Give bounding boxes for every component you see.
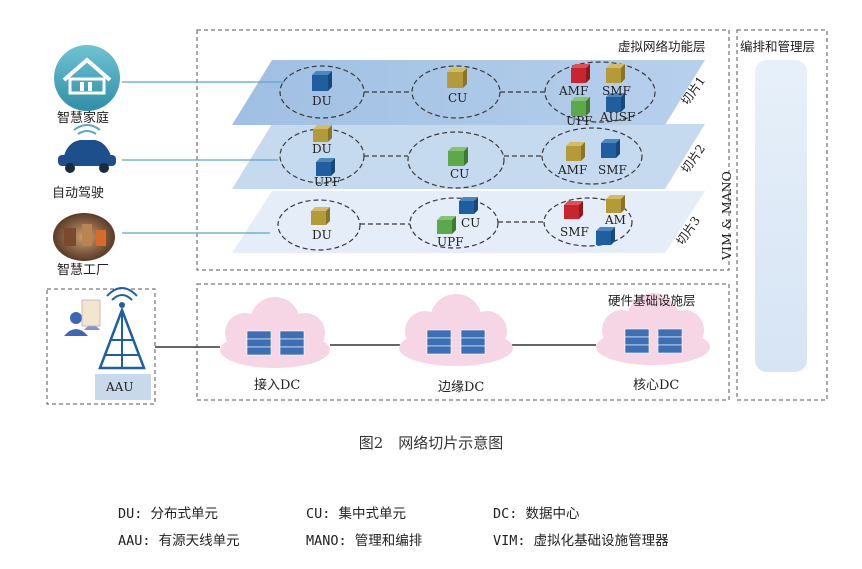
- orchestration-layer-label: 编排和管理层: [740, 39, 816, 54]
- smart-home-icon: [54, 45, 120, 111]
- slice3-smf: SMF: [560, 225, 589, 239]
- users-icon: [64, 299, 101, 336]
- slice1-cu: CU: [448, 91, 468, 105]
- access-dc-label: 接入DC: [254, 378, 301, 393]
- aau-label: AAU: [106, 380, 134, 394]
- hardware-layer-box: [196, 283, 730, 401]
- slice1-ausf: AUSF: [600, 110, 636, 124]
- slice2-du: DU: [312, 142, 332, 156]
- app-label-smart-home: 智慧家庭: [57, 111, 110, 126]
- slice1-smf: SMF: [602, 84, 631, 98]
- autonomous-car-icon: [58, 124, 116, 173]
- slice3-cu: CU: [461, 216, 481, 230]
- vnf-layer-box: [196, 29, 730, 271]
- app-label-autonomous-driving: 自动驾驶: [52, 186, 105, 201]
- figure-caption: 图2 网络切片示意图: [358, 434, 504, 452]
- legend-du: DU: 分布式单元: [118, 506, 219, 522]
- slice1-amf: AMF: [559, 84, 589, 98]
- slice3-du: DU: [312, 228, 332, 242]
- edge-dc-cloud: [399, 294, 513, 366]
- antenna-tower-icon: [98, 287, 146, 370]
- legend-cu: CU: 集中式单元: [306, 506, 407, 522]
- slice-2-plane: [232, 124, 705, 189]
- server-icons: [246, 328, 683, 356]
- aau-label-box: [95, 374, 151, 400]
- legend-dc: DC: 数据中心: [493, 506, 580, 522]
- legend-aau: AAU: 有源天线单元: [118, 533, 240, 549]
- slice1-upf: UPF: [566, 114, 593, 128]
- slice2-cu: CU: [450, 167, 470, 181]
- slice2-upf: UPF: [314, 175, 341, 189]
- access-dc-cloud: [220, 297, 330, 368]
- vnf-cubes: [311, 64, 625, 245]
- legend-mano: MANO: 管理和编排: [306, 533, 423, 549]
- vnf-layer-label: 虚拟网络功能层: [618, 39, 706, 54]
- slice1-du: DU: [312, 94, 332, 108]
- hardware-layer-label: 硬件基础设施层: [608, 293, 696, 308]
- app-label-smart-factory: 智慧工厂: [57, 263, 110, 278]
- vim-mano-label: VIM & MANO: [719, 171, 734, 260]
- orchestration-layer-box: [736, 29, 828, 401]
- vim-mano-bar: [755, 60, 807, 372]
- legend-vim: VIM: 虚拟化基础设施管理器: [493, 533, 669, 549]
- slice2-smf: SMF: [598, 163, 627, 177]
- aau-box: [46, 288, 156, 405]
- edge-dc-label: 边缘DC: [438, 380, 485, 395]
- slice3-am: AM: [605, 213, 626, 227]
- core-dc-label: 核心DC: [633, 378, 680, 393]
- slice-3-plane: [232, 191, 705, 253]
- slice2-amf: AMF: [558, 163, 588, 177]
- smart-factory-icon: [53, 213, 115, 261]
- slice3-upf: UPF: [437, 235, 464, 249]
